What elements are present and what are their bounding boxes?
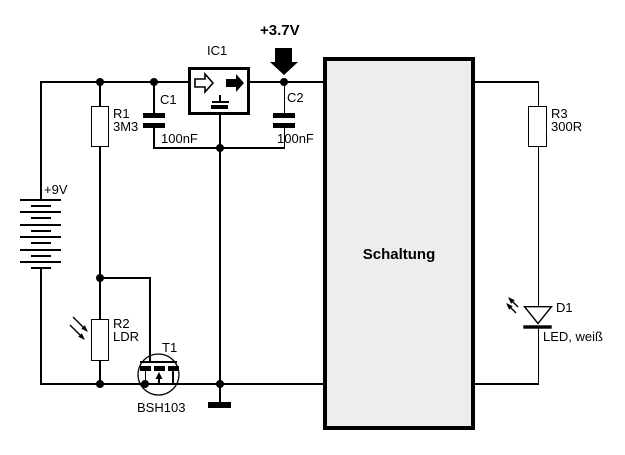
wire	[475, 383, 539, 385]
wire	[99, 82, 101, 107]
rail-label: +3.7V	[260, 22, 300, 39]
open-arrow-icon	[194, 71, 215, 95]
wire	[40, 81, 42, 201]
schaltung-label: Schaltung	[362, 246, 436, 263]
ic1-symbols	[194, 71, 244, 95]
battery-plate-long	[20, 249, 61, 251]
substrate-arrow-icon	[155, 372, 163, 379]
ic1-ground-line	[212, 101, 229, 103]
c1-label: C1	[160, 92, 177, 107]
junction-dot	[280, 78, 288, 86]
c1-value: 100nF	[161, 131, 198, 146]
junction-dot	[150, 78, 158, 86]
t1-gate-plate	[140, 361, 177, 363]
wire	[537, 326, 539, 385]
ic1-label: IC1	[207, 43, 228, 58]
battery-plate-short	[31, 255, 51, 257]
wire	[537, 81, 539, 107]
battery-plate-short	[31, 267, 51, 269]
wire	[99, 278, 101, 320]
resistor-r1	[91, 106, 109, 147]
resistor-r3	[528, 106, 547, 147]
ic1-ground-bar	[211, 105, 228, 109]
battery-plate-long	[20, 236, 61, 238]
battery-plate-long	[20, 224, 61, 226]
t1-label: T1	[162, 340, 178, 355]
ground-bar	[208, 402, 231, 408]
c2-value: 100nF	[277, 131, 314, 146]
ic1-ground-stub	[219, 95, 221, 103]
supply-arrow-icon	[270, 48, 298, 75]
junction-dot	[96, 274, 104, 282]
d1-desc-label: LED, weiß	[543, 329, 603, 344]
battery-plate-short	[31, 230, 51, 232]
junction-dot	[216, 380, 224, 388]
wire	[283, 128, 285, 149]
wire	[99, 361, 101, 385]
battery-plate-long	[20, 199, 61, 201]
battery-plate-short	[31, 242, 51, 244]
junction-dot	[216, 144, 224, 152]
wire	[40, 383, 324, 385]
junction-dot	[96, 78, 104, 86]
battery-plate-short	[31, 217, 51, 219]
capacitor-c1-plate	[143, 123, 165, 128]
t1-part-label: BSH103	[137, 400, 186, 415]
wire	[40, 267, 42, 385]
schaltung-block	[323, 57, 475, 430]
capacitor-c2-plate	[273, 113, 295, 118]
wire	[149, 277, 151, 363]
filled-arrow-icon	[226, 74, 244, 92]
battery-label: +9V	[44, 182, 68, 197]
d1-label: D1	[556, 300, 573, 315]
transistor-t1-symbol	[137, 353, 180, 396]
wire	[99, 147, 101, 279]
capacitor-c1-plate	[143, 113, 165, 118]
junction-dot	[96, 380, 104, 388]
wire	[172, 371, 174, 385]
wire	[99, 277, 151, 279]
wire	[144, 371, 146, 385]
c2-label: C2	[287, 90, 304, 105]
wire	[219, 114, 221, 403]
capacitor-c2-plate	[273, 123, 295, 128]
junction-dot	[141, 380, 149, 388]
wire	[153, 82, 155, 114]
cathode-bar	[523, 325, 552, 329]
wire	[475, 81, 539, 83]
t1-channel-dash	[140, 366, 151, 371]
wire	[283, 82, 285, 114]
ldr-light-arrows-icon	[69, 316, 88, 340]
wire	[153, 128, 155, 149]
diode-triangle	[523, 305, 553, 325]
battery-plate-long	[20, 211, 61, 213]
battery-plate-short	[31, 205, 51, 207]
wire	[537, 147, 539, 307]
battery-plate-long	[20, 261, 61, 263]
t1-channel-dash	[168, 366, 179, 371]
wire	[40, 81, 188, 83]
wire	[158, 377, 160, 385]
t1-channel-dash	[154, 366, 165, 371]
resistor-r2-ldr	[91, 319, 109, 361]
led-d1-symbol	[506, 297, 553, 329]
